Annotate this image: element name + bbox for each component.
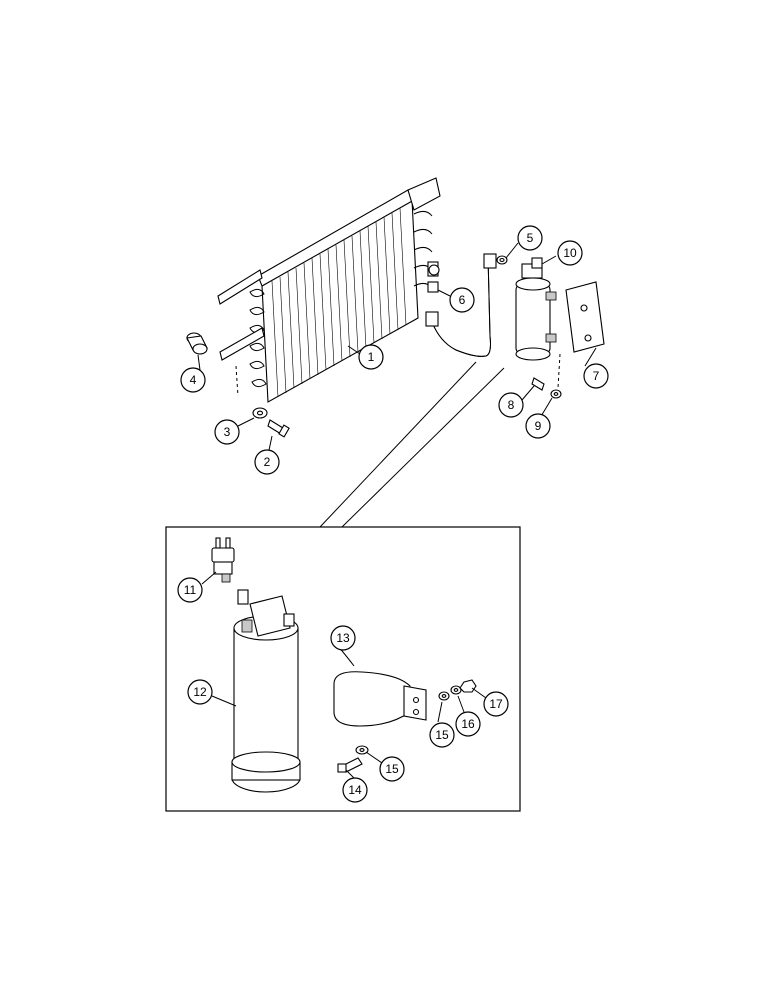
svg-text:7: 7 bbox=[593, 369, 600, 383]
svg-text:9: 9 bbox=[535, 419, 542, 433]
condenser bbox=[217, 177, 441, 403]
bolt-8 bbox=[531, 377, 545, 391]
svg-text:5: 5 bbox=[527, 231, 534, 245]
svg-text:15: 15 bbox=[385, 762, 399, 776]
svg-text:3: 3 bbox=[224, 425, 231, 439]
callout-8: 8 bbox=[498, 392, 524, 418]
rubber-mount bbox=[186, 332, 208, 355]
washer-3 bbox=[252, 407, 268, 419]
callout-9: 9 bbox=[525, 413, 551, 439]
callout-10: 10 bbox=[557, 240, 583, 266]
callout-14: 14 bbox=[342, 777, 368, 803]
svg-text:11: 11 bbox=[184, 583, 197, 597]
callout-7: 7 bbox=[583, 363, 609, 389]
receiver-drier bbox=[231, 589, 301, 793]
svg-text:17: 17 bbox=[489, 697, 503, 711]
callout-5: 5 bbox=[517, 225, 543, 251]
svg-text:6: 6 bbox=[459, 293, 466, 307]
callout-6: 6 bbox=[449, 287, 475, 313]
washer-15-lower bbox=[355, 745, 369, 755]
callout-15-lower: 15 bbox=[379, 756, 405, 782]
inset-leader-right bbox=[341, 367, 505, 528]
mounting-plate bbox=[565, 281, 605, 353]
svg-text:10: 10 bbox=[563, 246, 577, 260]
inset-leader-left bbox=[319, 361, 477, 528]
bolt-2 bbox=[267, 419, 290, 438]
callout-3: 3 bbox=[214, 419, 240, 445]
callout-11: 11 bbox=[177, 577, 203, 603]
detail-inset-frame bbox=[165, 526, 521, 812]
svg-text:16: 16 bbox=[461, 717, 475, 731]
lock-washer-16 bbox=[450, 685, 462, 695]
condenser-fins bbox=[271, 207, 407, 398]
pressure-switch bbox=[211, 537, 235, 583]
svg-text:1: 1 bbox=[368, 350, 375, 364]
callout-17: 17 bbox=[483, 691, 509, 717]
svg-text:15: 15 bbox=[435, 728, 449, 742]
callout-2: 2 bbox=[254, 449, 280, 475]
svg-text:4: 4 bbox=[190, 373, 197, 387]
callout-15-upper: 15 bbox=[429, 722, 455, 748]
callout-16: 16 bbox=[455, 711, 481, 737]
callout-4: 4 bbox=[180, 367, 206, 393]
svg-text:2: 2 bbox=[264, 455, 271, 469]
svg-text:8: 8 bbox=[508, 398, 515, 412]
callout-12: 12 bbox=[187, 679, 213, 705]
condenser-left-tubes bbox=[249, 288, 267, 388]
mounting-strap bbox=[333, 671, 427, 727]
refrigerant-hose bbox=[425, 253, 497, 357]
svg-text:12: 12 bbox=[193, 685, 207, 699]
o-ring bbox=[496, 255, 508, 265]
washer-15-upper bbox=[438, 691, 450, 701]
callout-1: 1 bbox=[358, 344, 384, 370]
svg-text:14: 14 bbox=[348, 783, 362, 797]
nut-17 bbox=[459, 679, 477, 693]
bolt-14 bbox=[337, 757, 363, 773]
svg-text:13: 13 bbox=[336, 631, 350, 645]
receiver-drier-assembly bbox=[515, 257, 557, 361]
condenser-bracket-lower-left bbox=[219, 327, 265, 361]
callout-13: 13 bbox=[330, 625, 356, 651]
washer-9 bbox=[550, 389, 562, 399]
condenser-bracket-upper-left bbox=[217, 269, 263, 305]
